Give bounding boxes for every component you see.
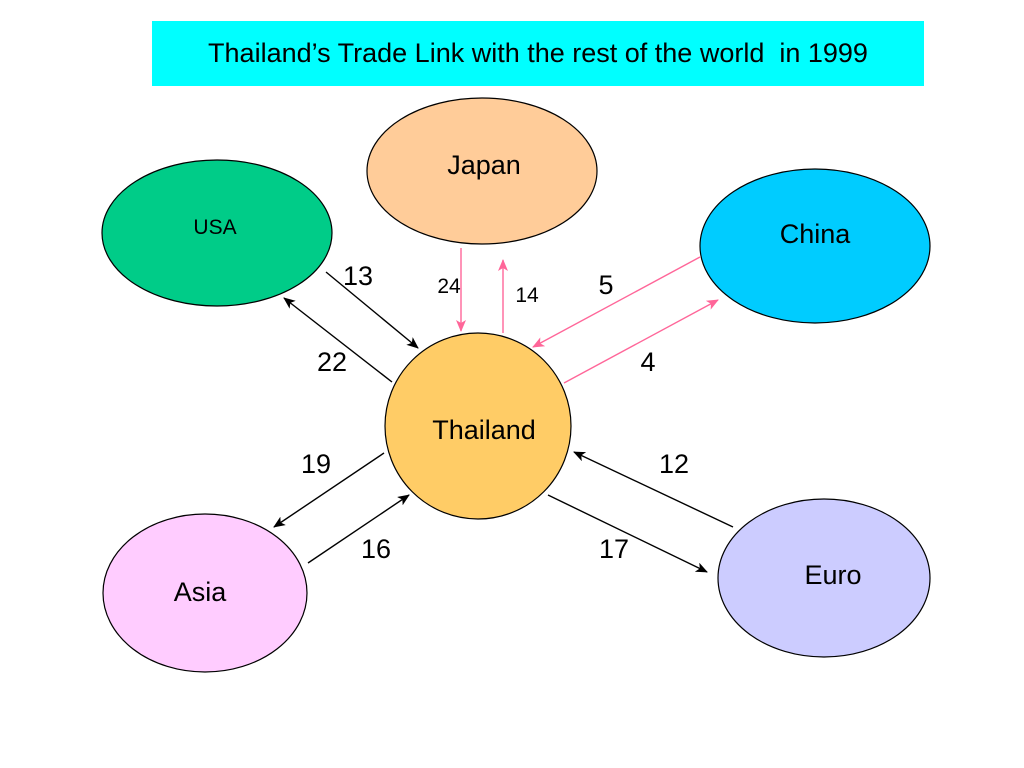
edge-label-china-to-thailand: 5 bbox=[598, 270, 613, 300]
node-usa bbox=[101, 159, 333, 307]
edge-label-thailand-to-asia: 19 bbox=[301, 449, 331, 479]
arrow-asia-to-thailand bbox=[307, 494, 410, 564]
node-label-usa: USA bbox=[193, 216, 236, 239]
node-japan bbox=[366, 97, 598, 245]
edge-label-thailand-to-usa: 22 bbox=[317, 347, 347, 377]
edge-label-euro-to-thailand: 12 bbox=[659, 449, 689, 479]
node-label-euro: Euro bbox=[804, 560, 861, 590]
node-label-china: China bbox=[780, 219, 852, 249]
node-label-japan: Japan bbox=[447, 150, 521, 180]
arrow-usa-to-thailand bbox=[325, 271, 419, 349]
edge-label-asia-to-thailand: 16 bbox=[361, 534, 391, 564]
node-thailand bbox=[384, 332, 572, 520]
edge-label-thailand-to-euro: 17 bbox=[599, 534, 629, 564]
edge-label-thailand-to-china: 4 bbox=[640, 347, 655, 377]
arrow-thailand-to-asia bbox=[273, 452, 385, 528]
node-asia bbox=[102, 513, 308, 673]
arrow-thailand-to-usa bbox=[283, 297, 393, 383]
arrow-china-to-thailand bbox=[532, 256, 701, 348]
node-euro bbox=[717, 498, 931, 658]
arrow-thailand-to-euro bbox=[547, 494, 708, 573]
diagram-title: Thailand’s Trade Link with the rest of t… bbox=[152, 21, 924, 86]
node-china bbox=[699, 168, 931, 324]
node-label-asia: Asia bbox=[174, 577, 228, 607]
arrow-thailand-to-china bbox=[563, 299, 719, 384]
edge-label-thailand-to-japan: 14 bbox=[515, 284, 539, 307]
arrow-euro-to-thailand bbox=[573, 451, 734, 528]
edge-label-japan-to-thailand: 24 bbox=[437, 275, 461, 298]
edge-label-usa-to-thailand: 13 bbox=[343, 261, 373, 291]
node-label-thailand: Thailand bbox=[432, 415, 536, 445]
